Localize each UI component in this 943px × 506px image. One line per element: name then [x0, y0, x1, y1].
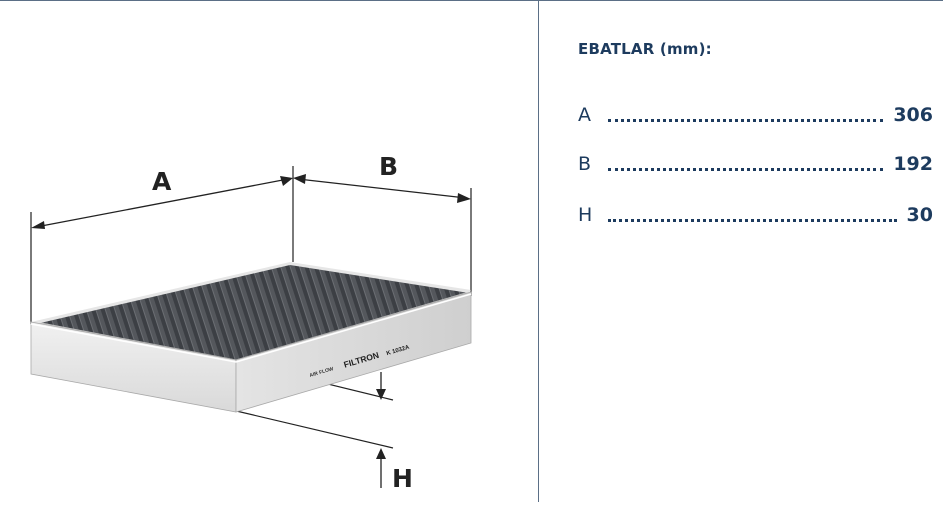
dot-leader [608, 118, 884, 122]
spec-row-b: B 192 [578, 149, 933, 175]
panel-divider [538, 0, 539, 502]
spec-value-a: 306 [893, 104, 933, 126]
spec-label-b: B [578, 153, 592, 175]
dimension-a-label: A [152, 167, 172, 196]
filter-drawing: A B H [30, 152, 472, 493]
spec-row-a: A 306 [578, 100, 933, 126]
filter-dimension-diagram: A B H [30, 152, 472, 493]
spec-row-h: H 30 [578, 200, 933, 226]
dimensions-title: EBATLAR (mm): [578, 40, 712, 58]
dimensions-panel: EBATLAR (mm): A 306 B 192 H 30 [578, 0, 933, 502]
dot-leader [608, 167, 884, 171]
dimension-h-label: H [392, 464, 413, 493]
spec-label-h: H [578, 204, 593, 226]
spec-value-b: 192 [893, 153, 933, 175]
dot-leader [608, 218, 897, 222]
top-border [0, 0, 943, 1]
dimension-b: B [293, 152, 471, 203]
spec-value-h: 30 [906, 204, 933, 226]
dimension-h: H [376, 372, 413, 493]
cabin-filter [30, 262, 472, 413]
dimension-a: A [31, 167, 293, 229]
dimension-b-label: B [379, 152, 398, 181]
spec-label-a: A [578, 104, 591, 126]
